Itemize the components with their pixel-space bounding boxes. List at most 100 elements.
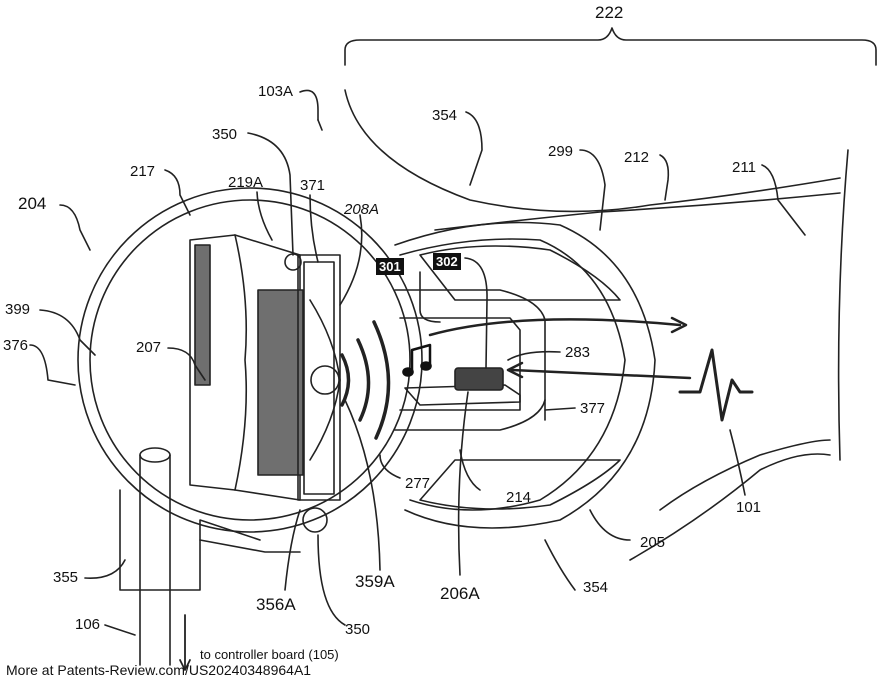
sound-path-arrow xyxy=(428,318,682,337)
heartbeat-icon xyxy=(678,348,754,422)
housing-inner xyxy=(89,199,411,521)
leader-354-bottom xyxy=(544,539,576,591)
driver-magnet xyxy=(257,289,304,476)
housing-step xyxy=(199,539,301,553)
housing-outer xyxy=(77,187,423,533)
leader-219A xyxy=(256,191,273,241)
leader-212 xyxy=(659,154,670,201)
leader-283 xyxy=(507,350,561,361)
leader-205 xyxy=(589,509,631,541)
ear-tip-outer xyxy=(394,221,656,529)
label-354-top: 354 xyxy=(432,107,458,124)
leader-103A xyxy=(299,89,319,121)
label-302: 302 xyxy=(433,253,461,270)
label-205: 205 xyxy=(640,534,666,551)
ear-canal-upper-wall xyxy=(344,89,841,213)
leader-106 xyxy=(104,624,136,636)
sound-wave-2 xyxy=(356,338,371,422)
leader-207 xyxy=(167,347,206,381)
leader-354-top xyxy=(465,111,483,186)
leader-377 xyxy=(544,407,576,411)
leader-214 xyxy=(459,449,481,491)
label-217: 217 xyxy=(130,163,156,180)
leader-101 xyxy=(729,429,746,496)
leader-376 xyxy=(29,344,76,386)
label-211: 211 xyxy=(732,159,756,176)
stem-top xyxy=(139,447,171,463)
leader-301 xyxy=(419,271,441,323)
music-note-icon xyxy=(402,343,432,377)
label-376: 376 xyxy=(3,337,29,354)
label-106: 106 xyxy=(75,616,101,633)
leader-217 xyxy=(164,169,191,216)
leader-355 xyxy=(84,559,126,579)
label-283: 283 xyxy=(565,344,591,361)
driver-outer-wall-2 xyxy=(303,261,335,495)
leader-206A xyxy=(457,391,469,576)
leader-359A xyxy=(344,399,381,571)
label-377: 377 xyxy=(580,400,606,417)
label-356A: 356A xyxy=(256,595,296,614)
leader-arrow-103A xyxy=(317,119,323,131)
label-350-bottom: 350 xyxy=(345,621,371,638)
footer-source-link[interactable]: More at Patents-Review.com/US20240348964… xyxy=(6,662,312,678)
leader-277 xyxy=(379,454,401,479)
label-212: 212 xyxy=(624,149,650,166)
label-219A: 219A xyxy=(228,174,264,191)
ear-tip-inner xyxy=(399,238,626,511)
label-359A: 359A xyxy=(355,572,395,591)
label-206A: 206A xyxy=(440,584,480,603)
nozzle-inner xyxy=(399,317,521,411)
label-controller-board: to controller board (105) xyxy=(200,647,339,662)
sound-wave-3 xyxy=(372,320,391,440)
signal-arrowhead xyxy=(506,361,524,379)
sensor-chip xyxy=(454,367,504,391)
leader-211 xyxy=(761,164,806,236)
label-207: 207 xyxy=(136,339,162,356)
label-350-top: 350 xyxy=(212,126,238,143)
label-371: 371 xyxy=(300,177,326,194)
sound-wave-1 xyxy=(340,353,351,407)
label-299: 299 xyxy=(548,143,574,160)
leader-302 xyxy=(464,257,488,369)
label-101: 101 xyxy=(736,499,762,516)
signal-arrow xyxy=(510,368,692,380)
driver-frame xyxy=(189,234,248,491)
cable-106 xyxy=(139,589,171,666)
port-350-bottom xyxy=(302,507,328,533)
nozzle-lower xyxy=(394,399,546,431)
leader-399 xyxy=(39,309,96,356)
label-222: 222 xyxy=(595,3,624,22)
leader-350-bottom xyxy=(317,534,346,626)
label-277: 277 xyxy=(405,475,431,492)
leader-204 xyxy=(59,204,91,251)
leader-208A xyxy=(339,214,363,306)
label-355: 355 xyxy=(53,569,79,586)
ear-canal-lower-wall-inner xyxy=(629,453,831,561)
ear-tip-lower-cavity xyxy=(419,459,621,510)
stem-housing xyxy=(119,489,261,591)
leader-350-top xyxy=(247,132,294,256)
ear-tip-upper-cavity xyxy=(419,245,621,301)
controller-arrowhead xyxy=(179,659,191,671)
ear-canal-right-edge xyxy=(837,149,849,461)
label-204: 204 xyxy=(18,194,47,213)
label-103A: 103A xyxy=(258,83,294,100)
driver-diaphragm xyxy=(309,299,341,461)
label-208A: 208A xyxy=(344,201,380,218)
bracket-222 xyxy=(344,27,877,66)
driver-diaphragm-center xyxy=(310,365,340,395)
driver-back-plate xyxy=(194,244,211,386)
label-399: 399 xyxy=(5,301,31,318)
stem-outer xyxy=(139,454,171,591)
leader-299 xyxy=(579,149,606,231)
sound-path-arrowhead xyxy=(670,316,688,334)
ear-canal-lower-wall xyxy=(659,439,831,511)
leader-356A xyxy=(284,509,301,591)
label-301: 301 xyxy=(376,258,404,275)
leader-371 xyxy=(309,194,319,263)
ear-canal-upper-wall-inner xyxy=(434,192,841,231)
label-354-bottom: 354 xyxy=(583,579,609,596)
